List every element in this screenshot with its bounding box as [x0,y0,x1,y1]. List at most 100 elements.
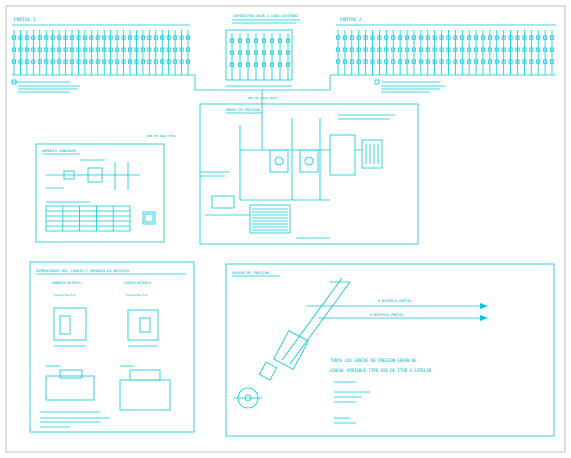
riser-meter [134,47,139,52]
riser-meter [411,47,416,52]
riser-valve [127,59,132,64]
riser-valve [349,59,354,64]
riser-meter [121,47,126,52]
riser-valve [370,35,375,40]
riser-valve [237,62,242,67]
riser-valve [147,35,152,40]
riser-valve [550,35,555,40]
riser-valve [108,59,113,64]
riser-meter [508,47,513,52]
diagonal-pipe-inner [289,281,351,365]
vessel-frame [329,134,356,176]
riser-meter [501,47,506,52]
riser-valve [405,35,410,40]
riser-valve [480,35,485,40]
dimensions-left-sub2: Planta/Seccion [54,293,76,297]
riser-valve [391,59,396,64]
dimensions-right-sub: CUARTO BATERIA [124,281,151,285]
riser-meter [127,47,132,52]
riser-valve [398,35,403,40]
tank-label-box [211,195,235,209]
riser-meter [522,47,527,52]
riser-valve [63,59,68,64]
portal-2-note-box [374,79,380,85]
riser-meter [432,47,437,52]
room-plan-inner [139,317,151,333]
dimensions-panel: DIMENSIONES DEL CUARTO Y ARMARIO DE BATE… [29,261,195,433]
riser-valve [453,35,458,40]
riser-meter [405,47,410,52]
riser-meter [140,47,145,52]
arrow-head-2 [480,315,488,321]
riser-valve [24,59,29,64]
riser-valve [529,35,534,40]
riser-meter [108,47,113,52]
riser-valve [418,59,423,64]
riser-valve [147,59,152,64]
riser-meter [285,50,290,55]
riser-valve [37,35,42,40]
pressure-detail-frame [225,263,555,437]
riser-valve [179,59,184,64]
riser-valve [70,59,75,64]
riser-valve [377,35,382,40]
riser-valve [363,35,368,40]
riser-meter [494,47,499,52]
riser-valve [153,35,158,40]
riser-meter [76,47,81,52]
portal-1-title: PORTAL 1 [14,17,36,23]
riser-valve [342,59,347,64]
pressure-valve-box [258,361,278,381]
riser-meter [529,47,534,52]
riser-valve [432,59,437,64]
riser-valve [121,59,126,64]
riser-valve [418,35,423,40]
top-center-block [225,29,293,81]
riser-valve [453,59,458,64]
riser-valve [18,59,23,64]
riser-valve [487,59,492,64]
riser-meter [384,47,389,52]
riser-valve [237,38,242,43]
riser-valve [342,35,347,40]
pump-2 [299,149,319,173]
riser-valve [494,35,499,40]
arrow-label-bottom: A BATERIA PORTAL [370,313,404,317]
riser-meter [474,47,479,52]
riser-valve [439,35,444,40]
riser-meter [147,47,152,52]
meter-detail-box [142,211,156,225]
riser-valve [134,35,139,40]
riser-valve [44,35,49,40]
riser-valve [44,59,49,64]
riser-valve [185,59,190,64]
riser-valve [370,59,375,64]
riser-valve [160,59,165,64]
riser-meter [349,47,354,52]
riser-valve [102,35,107,40]
riser-valve [50,35,55,40]
riser-valve [405,59,410,64]
riser-valve [446,35,451,40]
pressure-group-panel: GRUPO DE PRESION [199,103,419,245]
riser-meter [446,47,451,52]
riser-valve [57,59,62,64]
meter-valve-1 [63,170,75,180]
portal-1-group: PORTAL 1 [11,17,195,93]
portal-2-group: PORTAL 2 [330,17,556,93]
riser-valve [108,35,113,40]
dimensions-left-sub: ARMARIO BATERIA [52,281,81,285]
portal-2-risers [335,30,555,75]
riser-meter [173,47,178,52]
riser-valve [76,35,81,40]
riser-meter [515,47,520,52]
riser-meter [50,47,55,52]
riser-meter [439,47,444,52]
riser-valve [31,59,36,64]
expansion-vessel [361,139,383,169]
meter-table [45,201,131,232]
riser-valve [467,35,472,40]
dimensions-panel-frame [29,261,195,433]
meter-cabinet-panel: RED DE AGUA FRIA ARMARIO CONTADOR [35,134,176,243]
riser-meter [277,50,282,55]
